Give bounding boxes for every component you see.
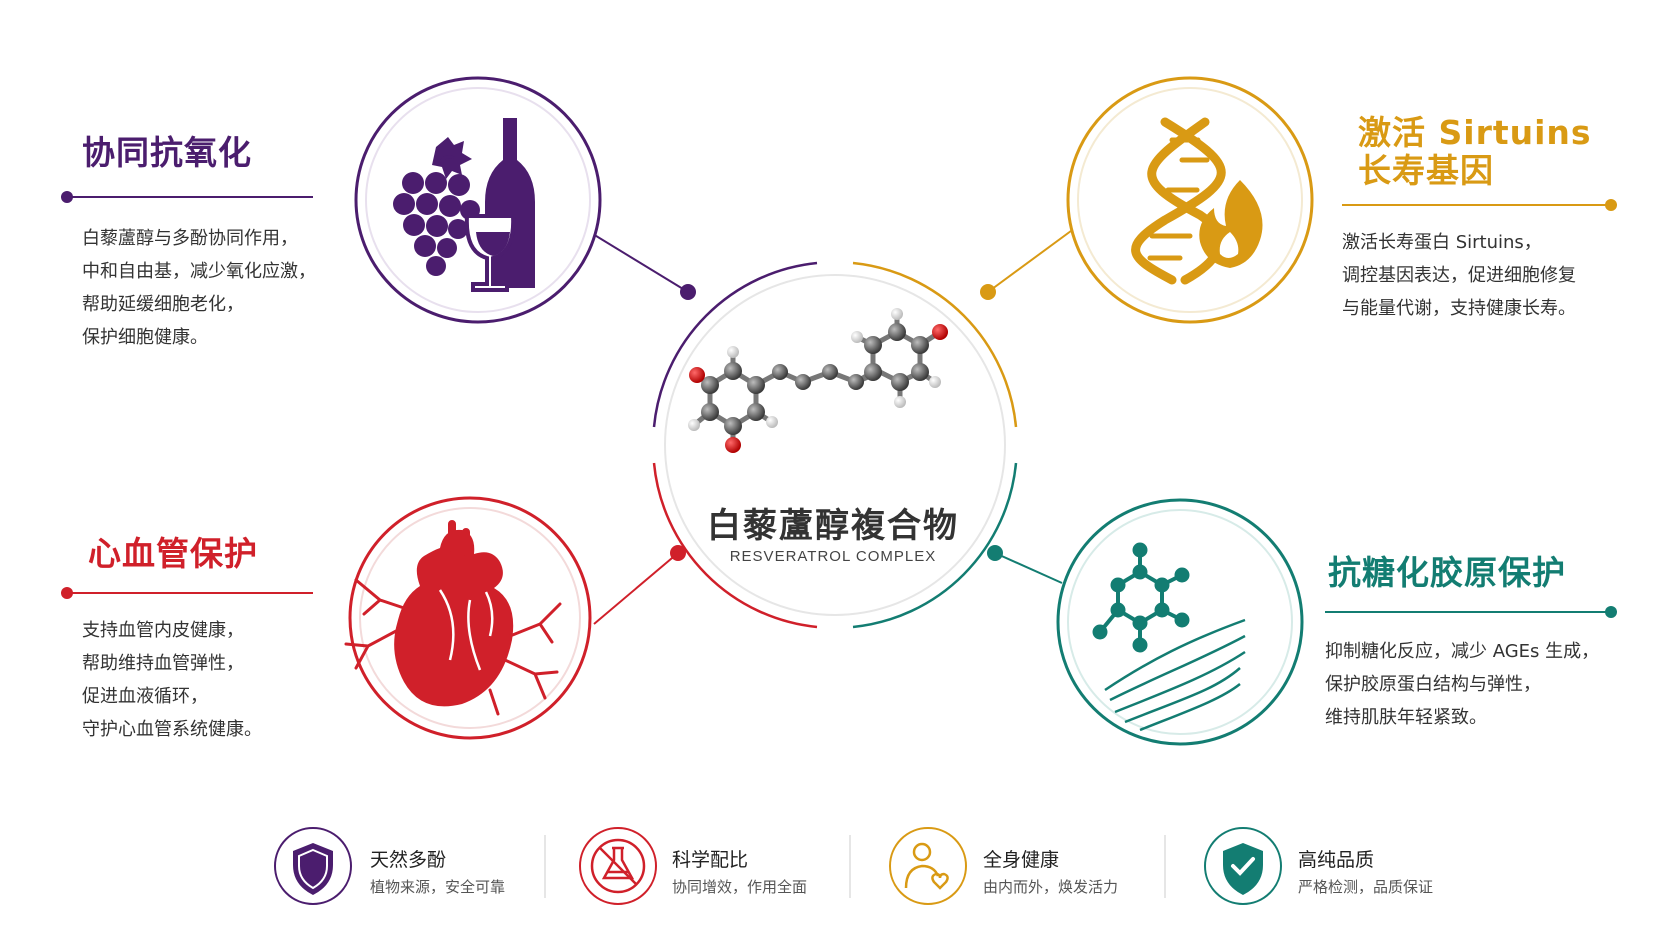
grape-wine-icon (393, 118, 535, 292)
antioxidant-title: 协同抗氧化 (82, 133, 252, 172)
glycation-title: 抗糖化胶原保护 (1328, 553, 1566, 592)
person-heart-icon (904, 842, 949, 890)
connectors (61, 191, 1617, 625)
cardio-title: 心血管保护 (88, 534, 258, 573)
feature-sub-quality: 严格检测，品质保证 (1298, 878, 1434, 896)
feature-badges (274, 827, 1282, 905)
heart-icon (344, 520, 562, 716)
feature-title-natural: 天然多酚 (370, 849, 447, 871)
shield-icon (293, 843, 333, 895)
feature-sub-natural: 植物来源，安全可靠 (370, 878, 506, 896)
resveratrol-molecule-icon (688, 308, 948, 453)
feature-title-science: 科学配比 (672, 849, 749, 871)
feature-sub-health: 由内而外，焕发活力 (983, 878, 1119, 896)
cardio-description: 支持血管内皮健康， 帮助维持血管弹性， 促进血液循环， 守护心血管系统健康。 (82, 620, 262, 740)
molecule-collagen-icon (1092, 542, 1246, 732)
feature-sub-science: 协同增效，作用全面 (672, 878, 808, 896)
glycation-description: 抑制糖化反应，减少 AGEs 生成， 保护胶原蛋白结构与弹性， 维持肌肤年轻紧致… (1325, 641, 1600, 728)
feature-title-health: 全身健康 (983, 849, 1060, 871)
antioxidant-circle (354, 76, 602, 324)
antioxidant-description: 白藜蘆醇与多酚协同作用， 中和自由基，减少氧化应激， 帮助延缓细胞老化， 保护细… (82, 228, 316, 348)
center-ring (652, 261, 1018, 629)
no-flask-icon (590, 838, 646, 894)
sirtuins-title: 激活 Sirtuins 长寿基因 (1358, 113, 1592, 190)
sirtuins-description: 激活长寿蛋白 Sirtuins， 调控基因表达，促进细胞修复 与能量代谢，支持健… (1342, 232, 1576, 319)
feature-title-quality: 高纯品质 (1298, 849, 1375, 871)
dna-flame-icon (1131, 117, 1263, 285)
center-title: 白藜蘆醇複合物 (707, 506, 959, 546)
center-subtitle: RESVERATROL COMPLEX (729, 548, 937, 565)
